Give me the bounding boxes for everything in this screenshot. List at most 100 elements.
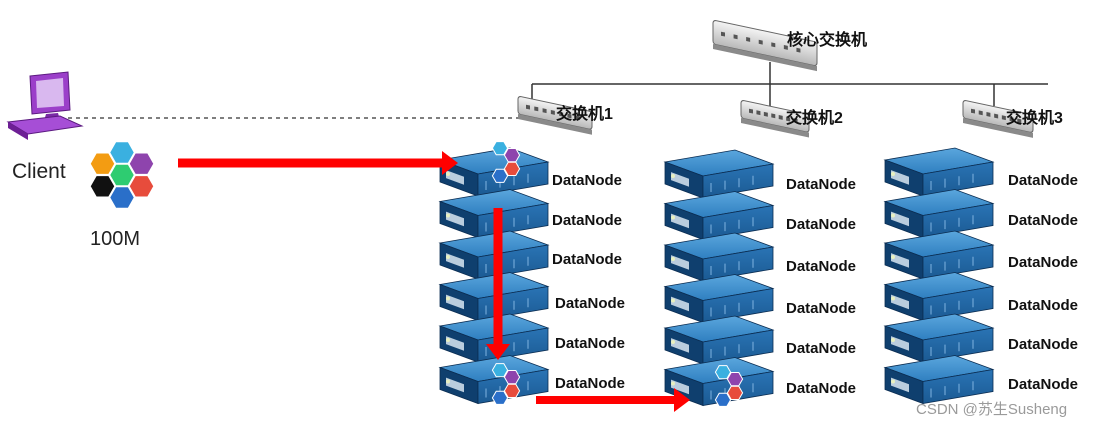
datanode-label: DataNode: [1008, 376, 1079, 393]
switch-port: [978, 110, 983, 116]
switch-port: [567, 113, 572, 119]
replica-1-blocks: [491, 141, 521, 183]
switch-port: [1001, 115, 1006, 121]
datanode-label: DataNode: [552, 212, 623, 229]
server-led: [891, 172, 895, 176]
arrow-rack1-to-rack2: [536, 388, 690, 412]
rack-3-server: [883, 355, 995, 405]
server-led: [671, 340, 675, 344]
data-block: [503, 161, 521, 176]
rack-3-server: [883, 313, 995, 363]
server-front: [702, 246, 774, 282]
file-size-label: 100M: [90, 228, 141, 250]
switch-3-icon: [962, 100, 1034, 138]
data-block: [726, 385, 744, 400]
client-computer-icon: [6, 71, 84, 140]
switch-port: [1017, 118, 1022, 124]
server-led: [671, 215, 675, 220]
server-led: [891, 255, 895, 259]
server-front: [922, 203, 994, 238]
rack-2-server: [663, 149, 775, 199]
server-panel: [446, 253, 464, 268]
switch-side: [741, 118, 809, 138]
replica-2-blocks: [491, 363, 521, 405]
switch-port: [771, 113, 776, 119]
switch-port: [986, 111, 991, 117]
switch-port: [771, 42, 776, 48]
data-block: [714, 365, 732, 380]
rack-2-server: [663, 232, 775, 282]
switch-side: [963, 118, 1033, 138]
switch-port: [534, 106, 539, 112]
switch-port: [793, 118, 798, 124]
server-led: [446, 213, 450, 218]
datanode-label: DataNode: [555, 295, 626, 312]
server-led: [446, 379, 450, 384]
data-block: [714, 392, 732, 407]
replica-3-blocks: [714, 365, 744, 407]
server-led: [446, 172, 450, 176]
server-panel: [446, 211, 464, 227]
server-panel: [891, 336, 909, 351]
server-panel: [671, 255, 689, 270]
switch-port: [542, 108, 547, 114]
arrow-client-to-node1: [178, 151, 458, 175]
switch-port: [733, 34, 738, 40]
switch-1-label: 交换机1: [556, 106, 613, 123]
switch-port: [526, 104, 530, 110]
switch-port: [758, 39, 763, 45]
server-led: [671, 298, 675, 303]
server-led: [891, 379, 895, 384]
switch-3-label: 交换机3: [1006, 110, 1063, 127]
server-led: [671, 174, 675, 178]
datanode-label: DataNode: [1008, 172, 1079, 189]
data-block: [503, 370, 521, 385]
switch-side: [518, 114, 592, 135]
switch-port: [550, 109, 555, 115]
datanode-label: DataNode: [555, 335, 626, 352]
core-switch-icon: [712, 20, 818, 72]
arrow-node1-to-node6: [486, 208, 510, 360]
server-panel: [671, 379, 689, 395]
datanode-label: DataNode: [786, 216, 857, 233]
rack-2-server: [663, 274, 775, 324]
data-block: [109, 163, 135, 187]
switch-port: [749, 108, 753, 114]
monitor-screen: [36, 78, 64, 108]
client-label: Client: [12, 160, 66, 183]
data-block: [128, 175, 155, 198]
switch-1-icon: [517, 96, 593, 135]
server-panel: [671, 213, 689, 229]
keyboard-side: [8, 122, 28, 140]
server-led: [891, 296, 895, 301]
datanode-label: DataNode: [1008, 212, 1079, 229]
datanode-label: DataNode: [786, 258, 857, 275]
switch-port: [971, 108, 975, 114]
watermark: CSDN @苏生Susheng: [916, 401, 1068, 418]
server-panel: [891, 170, 909, 185]
server-panel: [671, 296, 689, 312]
rack-2-server: [663, 315, 775, 365]
server-front: [702, 205, 774, 240]
switch-port: [575, 115, 580, 121]
core-switch-label: 核心交换机: [787, 32, 868, 49]
rack-3-server: [883, 230, 995, 280]
server-front: [922, 369, 994, 404]
rack-3-server: [883, 147, 995, 197]
switch-port: [756, 110, 761, 116]
data-block: [503, 383, 521, 398]
datanode-label: DataNode: [786, 340, 857, 357]
datanode-label: DataNode: [1008, 254, 1079, 271]
data-block: [109, 141, 135, 164]
server-led: [671, 381, 675, 386]
server-led: [671, 257, 675, 261]
switch-port: [778, 115, 783, 120]
server-led: [891, 213, 895, 218]
switch-port: [796, 47, 801, 53]
arrow-head: [486, 344, 510, 360]
server-panel: [446, 294, 464, 310]
server-panel: [891, 294, 909, 310]
data-block: [491, 363, 509, 378]
